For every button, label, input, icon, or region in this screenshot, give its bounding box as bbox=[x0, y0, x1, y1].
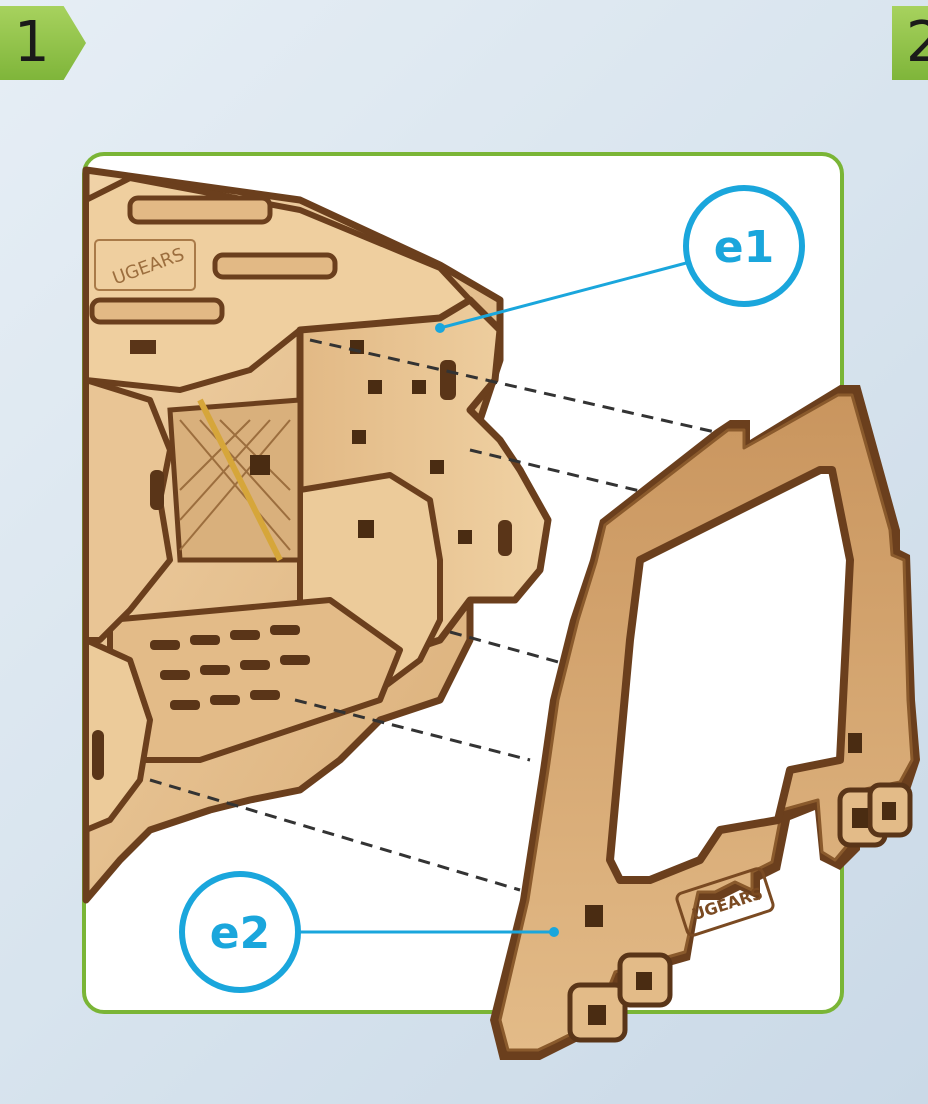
assembled-model: UGEARS bbox=[86, 170, 548, 900]
callout-e2-label: e2 bbox=[210, 908, 270, 959]
frame-part-e2: UGEARS bbox=[490, 385, 920, 1060]
callout-e1-label: e1 bbox=[714, 222, 774, 273]
